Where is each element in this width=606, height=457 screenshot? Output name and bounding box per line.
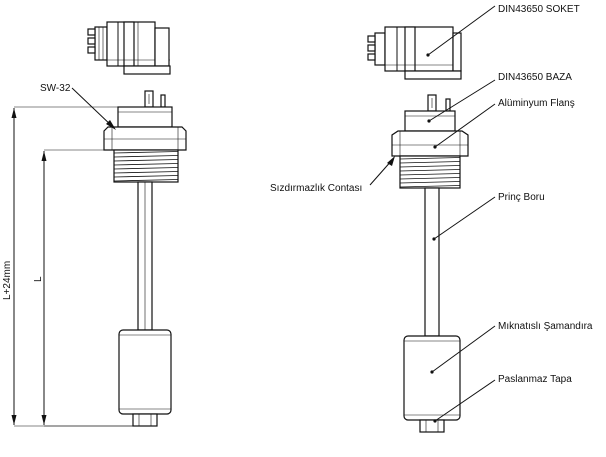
thread-line — [113, 171, 179, 174]
thread-line — [399, 185, 461, 188]
left-view: SW-32 L+24mm L — [2, 21, 187, 427]
left-thread — [113, 149, 179, 183]
thread-line — [399, 161, 461, 164]
label-brass-tube: Prinç Boru — [498, 192, 545, 203]
thread-line — [113, 167, 179, 170]
dimension-length-label: L — [33, 276, 44, 282]
label-seal-gasket: Sızdırmazlık Contası — [270, 183, 362, 194]
thread-line — [399, 165, 461, 168]
thread-line — [399, 157, 461, 160]
left-magnetic-float — [118, 329, 172, 415]
right-brass-tube — [424, 187, 440, 337]
label-din-socket: DIN43650 SOKET — [498, 4, 580, 15]
left-din-base — [117, 90, 173, 128]
right-thread — [399, 155, 461, 189]
right-end-cap — [419, 419, 445, 433]
label-magnetic-float: Mıknatıslı Şamandıra — [498, 321, 593, 332]
thread-line — [399, 169, 461, 172]
thread-line — [113, 179, 179, 182]
callout-leaders — [369, 5, 496, 423]
left-din-socket — [87, 21, 171, 75]
thread-line — [113, 163, 179, 166]
right-magnetic-float — [403, 335, 461, 421]
thread-line — [399, 177, 461, 180]
label-din-base: DIN43650 BAZA — [498, 72, 572, 83]
right-flange — [391, 130, 469, 157]
sw-label: SW-32 — [40, 83, 71, 94]
right-view: DIN43650 SOKET DIN43650 BAZA Alüminyum F… — [270, 4, 593, 433]
thread-line — [113, 151, 179, 154]
dimension-total-label: L+24mm — [2, 261, 13, 300]
label-stainless-cap: Paslanmaz Tapa — [498, 374, 572, 385]
right-din-base — [404, 94, 456, 132]
thread-line — [399, 173, 461, 176]
label-aluminium-flange: Alüminyum Flanş — [498, 98, 575, 109]
left-flange — [103, 126, 187, 151]
thread-line — [113, 159, 179, 162]
left-end-cap — [132, 413, 158, 427]
thread-line — [399, 181, 461, 184]
right-din-socket — [367, 26, 462, 80]
dimension-lines — [11, 87, 133, 427]
thread-line — [113, 175, 179, 178]
thread-line — [113, 155, 179, 158]
